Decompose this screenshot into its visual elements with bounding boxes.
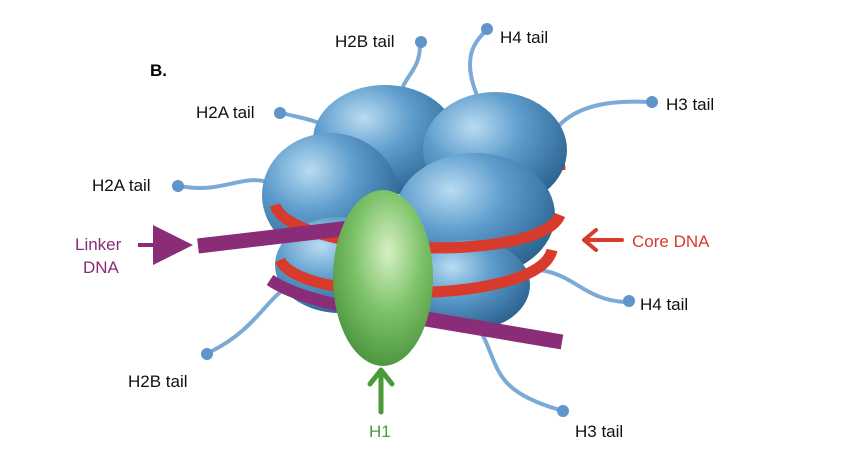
h4-tail-right-strand xyxy=(538,268,627,304)
linker-dna-left xyxy=(197,220,351,254)
label-h2b-tail-bottom: H2B tail xyxy=(128,372,188,391)
label-h4-tail-right: H4 tail xyxy=(640,295,688,314)
label-h3-tail-bottom: H3 tail xyxy=(575,422,623,441)
label-linker-dna-line2: DNA xyxy=(83,258,120,277)
linker-dna-right xyxy=(418,310,564,350)
label-h2b-tail-top: H2B tail xyxy=(335,32,395,51)
h2b-tail-bottom-bead xyxy=(201,348,213,360)
h4-tail-right-bead xyxy=(623,295,635,307)
h3-tail-bottom-bead xyxy=(557,405,569,417)
label-h3-tail-right: H3 tail xyxy=(666,95,714,114)
h1-arrow xyxy=(367,367,395,415)
label-h2a-tail-upper: H2A tail xyxy=(196,103,255,122)
label-linker-dna-line1: Linker xyxy=(75,235,122,254)
panel-label: B. xyxy=(150,61,167,80)
h1-histone xyxy=(333,190,433,366)
h3-tail-right-bead xyxy=(646,96,658,108)
label-core-dna: Core DNA xyxy=(632,232,710,251)
h2a-tail-upper-bead xyxy=(274,107,286,119)
h2b-tail-bottom-strand xyxy=(208,283,292,354)
h3-tail-right-strand xyxy=(553,99,652,132)
label-h4-tail-top: H4 tail xyxy=(500,28,548,47)
core-dna-arrow xyxy=(582,228,624,252)
h2b-tail-top-bead xyxy=(415,36,427,48)
h2a-tail-left-bead xyxy=(172,180,184,192)
label-h2a-tail-left: H2A tail xyxy=(92,176,151,195)
label-h1: H1 xyxy=(369,422,391,441)
h2a-tail-left-strand xyxy=(178,178,277,190)
h3-tail-bottom-strand xyxy=(478,328,562,412)
h4-tail-top-bead xyxy=(481,23,493,35)
